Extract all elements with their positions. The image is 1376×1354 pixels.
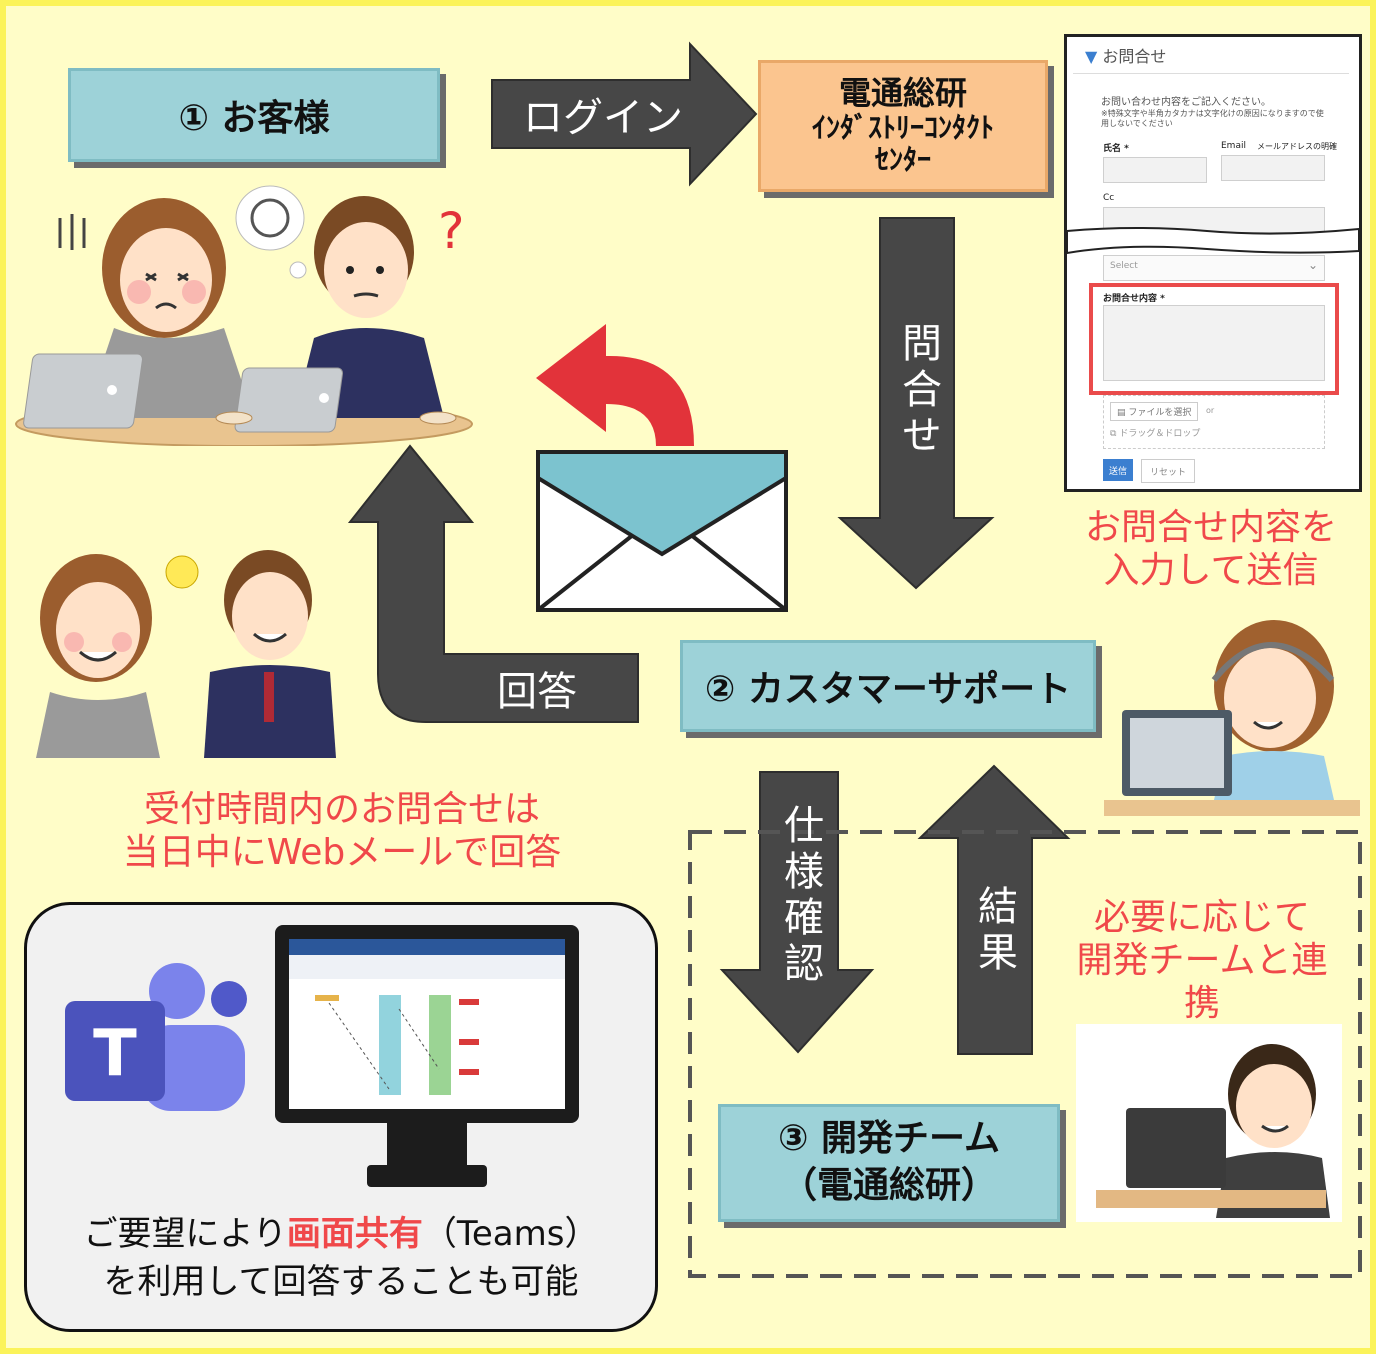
answer-arrow (347, 444, 639, 723)
form-title: お問合せ (1102, 47, 1167, 66)
teams-logo-icon: T (65, 963, 247, 1111)
monitor-screen-share-icon (275, 925, 579, 1187)
screen-share-emphasis: 画面共有 (286, 1214, 423, 1254)
inquiry-label: 問合せ (895, 322, 941, 460)
result-label: 結果 (971, 885, 1017, 977)
customers-satisfied-illustration (36, 550, 336, 758)
customers-troubled-illustration: ? (15, 185, 473, 446)
content-textarea[interactable] (1103, 305, 1325, 381)
file-select-button[interactable]: ▤ ファイルを選択 (1110, 402, 1199, 421)
spec-arrow (719, 771, 875, 1054)
login-label: ログイン (523, 95, 683, 141)
reply-red-arrow (536, 324, 694, 446)
drag-drop-text: ドラッグ＆ドロップ (1119, 429, 1201, 439)
or-text: or (1206, 406, 1215, 415)
content-highlight (1089, 283, 1339, 395)
envelope-icon (536, 450, 788, 612)
answer-label: 回答 (497, 669, 577, 715)
form-intro: お問い合わせ内容をご記入ください。 (1101, 97, 1271, 108)
email-placeholder: メールアドレスの明確 (1257, 142, 1337, 151)
drag-icon: ⧉ (1110, 429, 1117, 439)
reply-note: 受付時間内のお問合せは 当日中にWebメールで回答 (122, 789, 562, 874)
center-line2: ｲﾝﾀﾞｽﾄﾘｰｺﾝﾀｸﾄ (811, 111, 994, 145)
file-drop-zone[interactable]: ▤ ファイルを選択 or ⧉ ドラッグ＆ドロップ (1103, 395, 1325, 449)
dev-team-box: ③ 開発チーム （電通総研） (718, 1104, 1060, 1222)
spec-label: 仕様確認 (777, 804, 823, 988)
torn-divider (1067, 227, 1359, 255)
svg-text:?: ? (438, 202, 465, 260)
inquiry-form-screenshot: ▼ お問合せ お問い合わせ内容をご記入ください。 ※特殊文字や半角カタカナは文字… (1064, 34, 1362, 492)
teams-note: ご要望により画面共有（Teams） を利用して回答することも可能 (83, 1214, 599, 1302)
file-icon: ▤ (1117, 408, 1126, 418)
inquiry-arrow (837, 217, 995, 590)
reset-button[interactable]: リセット (1141, 459, 1195, 483)
dev-note: 必要に応じて 開発チームと連携 (1076, 897, 1328, 1025)
name-label: 氏名 * (1103, 144, 1129, 154)
teams-screen-share-panel: T ご要望により画面共有（Teams） を利用して回答することも可能 (24, 902, 658, 1332)
customer-support-box: ② カスタマーサポート (680, 640, 1096, 732)
login-arrow (491, 41, 758, 187)
developer-illustration (1076, 1024, 1342, 1222)
email-field[interactable] (1221, 155, 1325, 181)
category-select[interactable]: Select ⌄ (1103, 255, 1325, 281)
submit-button[interactable]: 送信 (1103, 459, 1133, 481)
mail-icon: ▼ (1085, 47, 1098, 66)
dev-region-dashed (688, 830, 1362, 1278)
email-label: Email (1221, 141, 1246, 151)
svg-text:T: T (93, 1017, 137, 1091)
form-caution: ※特殊文字や半角カタカナは文字化けの原因になりますので使用しないでください (1101, 109, 1324, 129)
center-line1: 電通総研 (838, 74, 967, 113)
arrows-layer (347, 41, 1362, 1278)
name-field[interactable] (1103, 157, 1207, 183)
chevron-down-icon: ⌄ (1307, 258, 1318, 272)
support-operator-illustration (1104, 620, 1360, 816)
form-note: お問合せ内容を 入力して送信 (1084, 507, 1337, 592)
center-line3: ｾﾝﾀｰ (874, 143, 931, 177)
result-arrow (917, 764, 1071, 1055)
customer-box: ① お客様 (68, 68, 440, 162)
content-label: お問合せ内容 * (1103, 294, 1165, 304)
contact-center-box: 電通総研 ｲﾝﾀﾞｽﾄﾘｰｺﾝﾀｸﾄ ｾﾝﾀｰ (758, 60, 1048, 192)
cc-label: Cc (1103, 193, 1115, 203)
